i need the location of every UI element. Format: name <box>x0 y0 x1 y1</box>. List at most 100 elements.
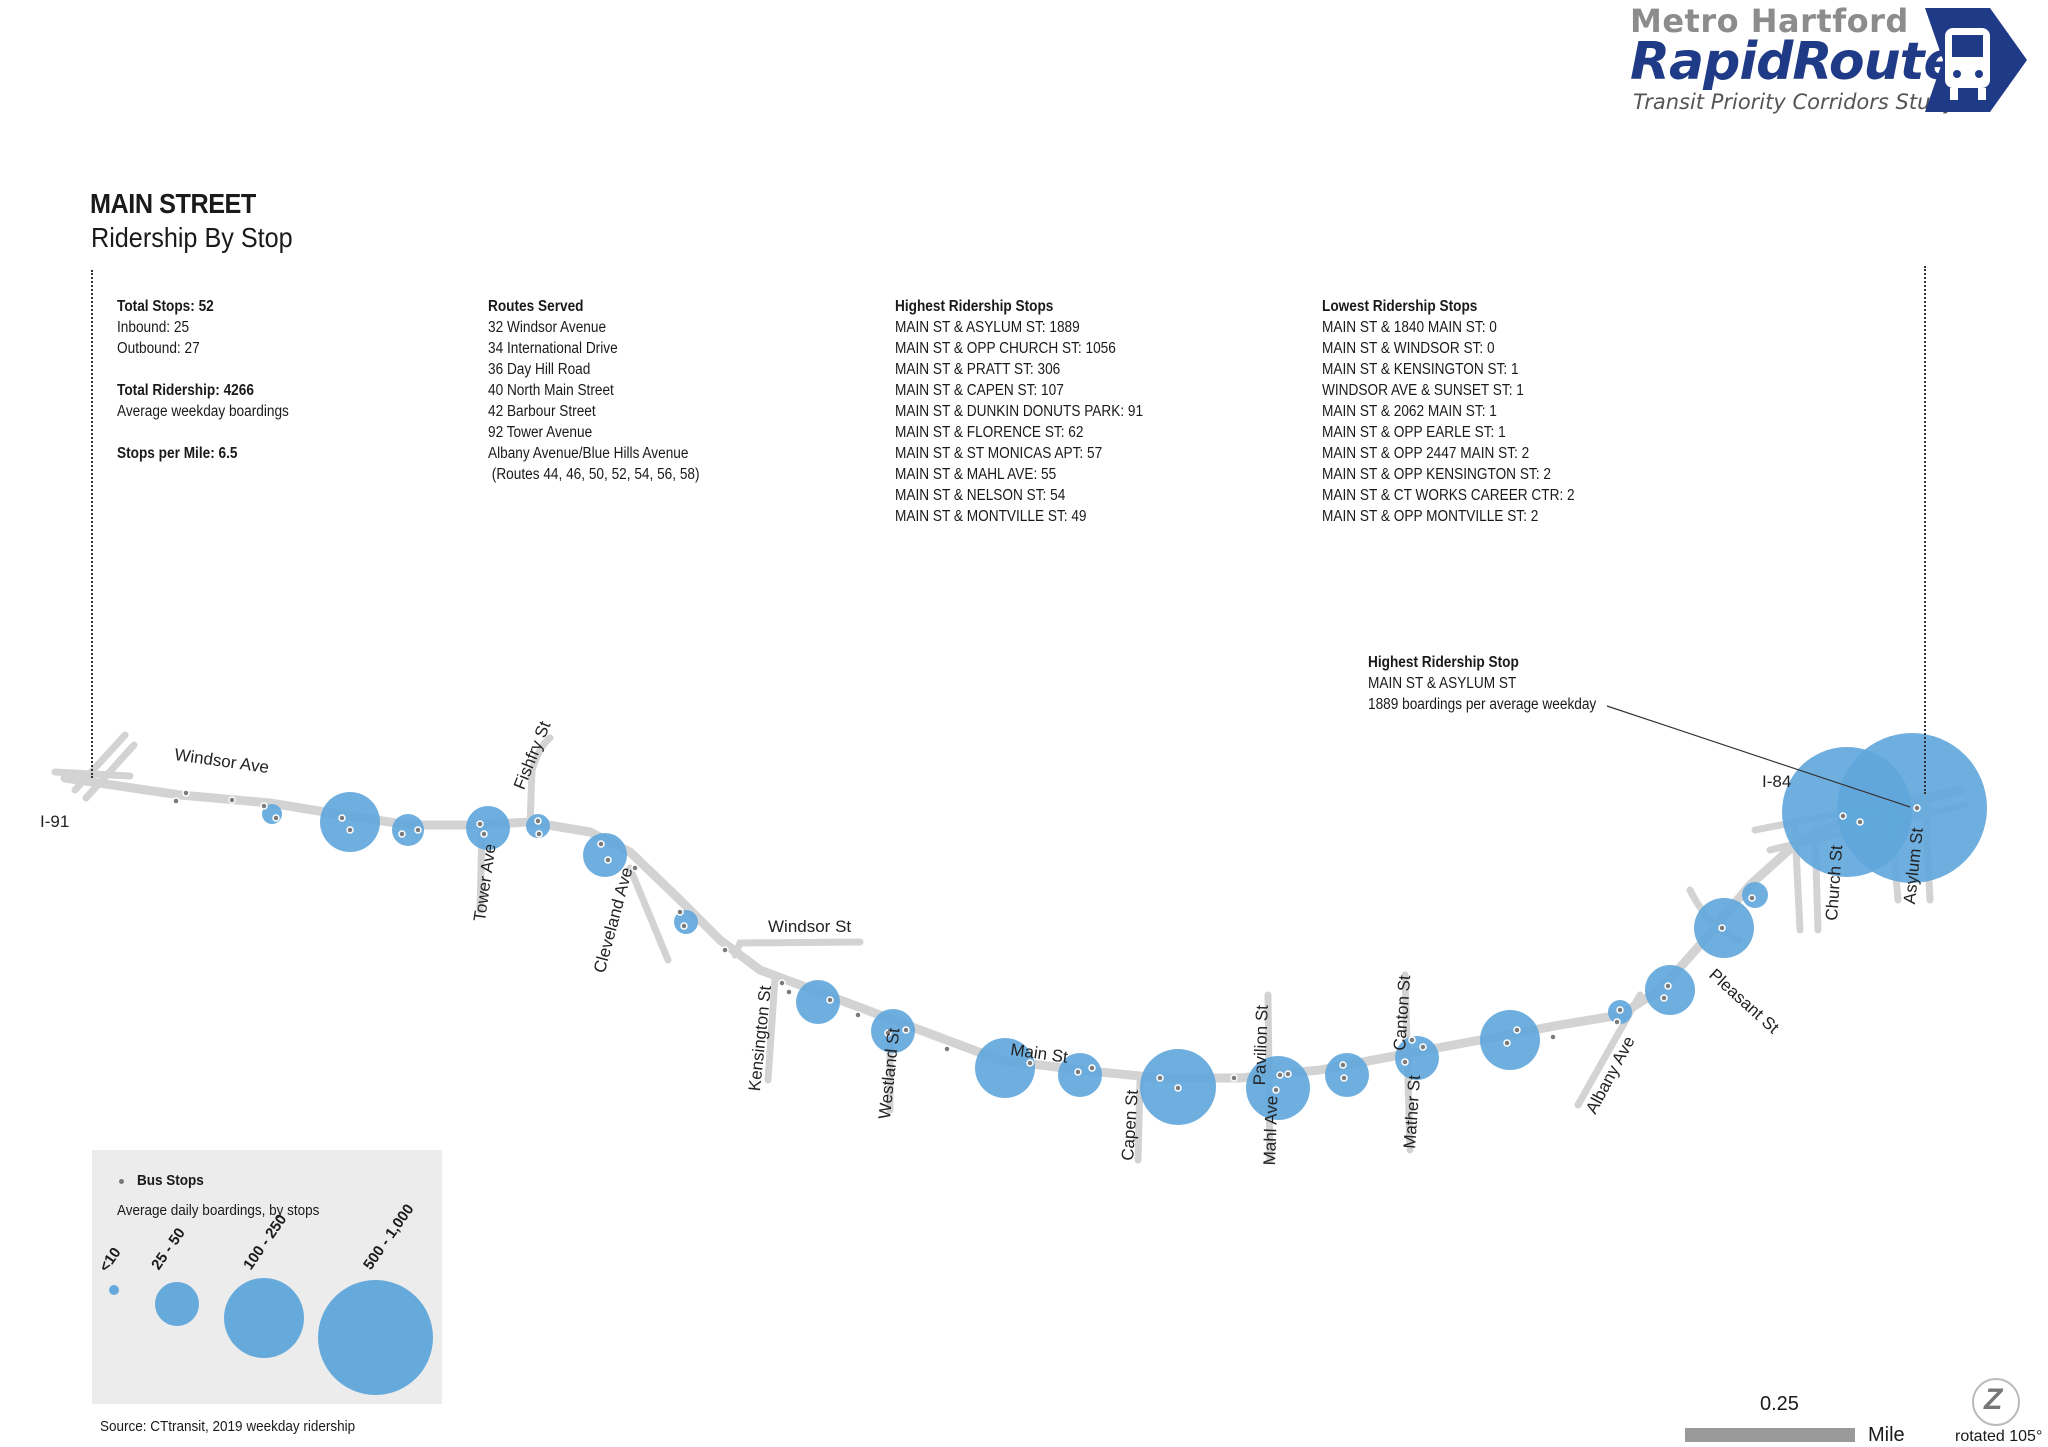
bus-stop <box>1856 818 1864 826</box>
callout-heading: Highest Ridership Stop <box>1368 654 1519 671</box>
bus-stop-symbol <box>119 1179 124 1184</box>
legend-subtitle: Average daily boardings, by stops <box>117 1202 320 1219</box>
logo-line2: RapidRoutes <box>1630 32 1989 92</box>
highest-heading: Highest Ridership Stops <box>895 298 1054 315</box>
lowest-heading: Lowest Ridership Stops <box>1322 298 1478 315</box>
route-item: 34 International Drive <box>488 340 618 357</box>
ridership-bubble <box>796 980 840 1024</box>
bus-stop <box>1340 1074 1348 1082</box>
callout-line1: MAIN ST & ASYLUM ST <box>1368 675 1517 692</box>
bus-stop <box>398 830 406 838</box>
ridership-bubble <box>1325 1053 1369 1097</box>
bus-stop <box>1718 924 1726 932</box>
bus-stop <box>1230 1074 1238 1082</box>
lowest-item: MAIN ST & OPP 2447 MAIN ST: 2 <box>1322 445 1530 462</box>
bus-stop <box>1088 1064 1096 1072</box>
ridership-bubble <box>320 792 380 852</box>
highest-item: MAIN ST & ASYLUM ST: 1889 <box>895 319 1080 336</box>
lowest-column: Lowest Ridership Stops MAIN ST & 1840 MA… <box>1322 296 1575 527</box>
highest-item: MAIN ST & OPP CHURCH ST: 1056 <box>895 340 1116 357</box>
bus-stop <box>414 826 422 834</box>
page-subtitle: Ridership By Stop <box>91 222 293 253</box>
bus-stop <box>1839 812 1847 820</box>
route-item: 40 North Main Street <box>488 382 614 399</box>
lowest-item: MAIN ST & OPP MONTVILLE ST: 2 <box>1322 508 1539 525</box>
legend-label: 100 - 250 <box>240 1211 291 1273</box>
ridership-bubble <box>871 1009 915 1053</box>
routes-column: Routes Served 32 Windsor Avenue 34 Inter… <box>488 296 700 485</box>
legend-label: <10 <box>96 1244 125 1275</box>
legend-bubble-medium <box>155 1282 199 1326</box>
bus-logo-icon <box>1925 8 2027 112</box>
ridership-bubble <box>1480 1010 1540 1070</box>
stats-column: Total Stops: 52 Inbound: 25 Outbound: 27… <box>117 296 289 464</box>
total-ridership: Total Ridership: 4266 <box>117 382 254 399</box>
route-item: 36 Day Hill Road <box>488 361 591 378</box>
logo-line1: Metro Hartford <box>1630 2 1909 40</box>
bus-stop <box>721 946 729 954</box>
route-item: Albany Avenue/Blue Hills Avenue <box>488 445 689 462</box>
rotation-label: rotated 105° <box>1955 1428 2043 1445</box>
route-item: 32 Windsor Avenue <box>488 319 607 336</box>
north-arrow-icon: Z <box>1972 1378 2020 1426</box>
bus-stop <box>854 1011 862 1019</box>
source-note: Source: CTtransit, 2019 weekday ridershi… <box>100 1418 356 1435</box>
bus-stop <box>480 830 488 838</box>
inbound-count: Inbound: 25 <box>117 319 190 336</box>
bus-stop <box>1339 1061 1347 1069</box>
ridership-bubble <box>1645 965 1695 1015</box>
bus-stop <box>260 802 268 810</box>
total-stops: Total Stops: 52 <box>117 298 214 315</box>
scale-unit: Mile <box>1868 1424 1905 1446</box>
callout-line2: 1889 boardings per average weekday <box>1368 696 1597 713</box>
bus-stop <box>534 817 542 825</box>
highest-item: MAIN ST & ST MONICAS APT: 57 <box>895 445 1103 462</box>
bus-stop <box>182 789 190 797</box>
highest-item: MAIN ST & DUNKIN DONUTS PARK: 91 <box>895 403 1144 420</box>
highest-item: MAIN ST & PRATT ST: 306 <box>895 361 1061 378</box>
highest-stop-callout: Highest Ridership Stop MAIN ST & ASYLUM … <box>1368 652 1596 715</box>
callout-leader <box>1606 705 1911 808</box>
bus-stop <box>272 814 280 822</box>
route-item: (Routes 44, 46, 50, 52, 54, 56, 58) <box>488 466 700 483</box>
lowest-item: MAIN ST & CT WORKS CAREER CTR: 2 <box>1322 487 1575 504</box>
bus-stop <box>228 796 236 804</box>
lowest-item: MAIN ST & 2062 MAIN ST: 1 <box>1322 403 1497 420</box>
ridership-bubble <box>1742 882 1768 908</box>
bus-stop <box>884 1029 892 1037</box>
bus-stop <box>1074 1068 1082 1076</box>
highest-item: MAIN ST & MONTVILLE ST: 49 <box>895 508 1087 525</box>
ridership-bubble <box>975 1038 1035 1098</box>
bus-stop <box>1419 1043 1427 1051</box>
bus-stop <box>785 988 793 996</box>
corridor-end-marker <box>1924 266 1926 794</box>
lowest-item: MAIN ST & OPP EARLE ST: 1 <box>1322 424 1506 441</box>
bus-stop <box>1156 1074 1164 1082</box>
stops-per-mile: Stops per Mile: 6.5 <box>117 445 238 462</box>
bus-stop <box>1401 1058 1409 1066</box>
logo-line3: Transit Priority Corridors Study <box>1633 90 1957 114</box>
bus-stop <box>1513 1026 1521 1034</box>
bus-stop <box>1026 1059 1034 1067</box>
outbound-count: Outbound: 27 <box>117 340 200 357</box>
bus-stop <box>1276 1071 1284 1079</box>
label-i84: I-84 <box>1762 772 1792 791</box>
page-title: MAIN STREET <box>90 188 256 219</box>
bus-stop <box>1272 1086 1280 1094</box>
lowest-item: MAIN ST & KENSINGTON ST: 1 <box>1322 361 1519 378</box>
legend-bubble-xlarge <box>318 1280 433 1395</box>
highest-item: MAIN ST & CAPEN ST: 107 <box>895 382 1064 399</box>
lowest-item: MAIN ST & WINDSOR ST: 0 <box>1322 340 1495 357</box>
bus-stop <box>604 856 612 864</box>
bus-stop <box>346 826 354 834</box>
label-i91: I-91 <box>40 812 70 831</box>
highest-item: MAIN ST & MAHL AVE: 55 <box>895 466 1057 483</box>
ridership-bubble <box>392 814 424 846</box>
bus-stop <box>1913 804 1921 812</box>
route-item: 92 Tower Avenue <box>488 424 593 441</box>
legend-bubble-large <box>224 1278 304 1358</box>
ridership-bubble <box>526 814 550 838</box>
map-legend: Bus Stops Average daily boardings, by st… <box>92 1150 442 1404</box>
bus-stop <box>1408 1036 1416 1044</box>
